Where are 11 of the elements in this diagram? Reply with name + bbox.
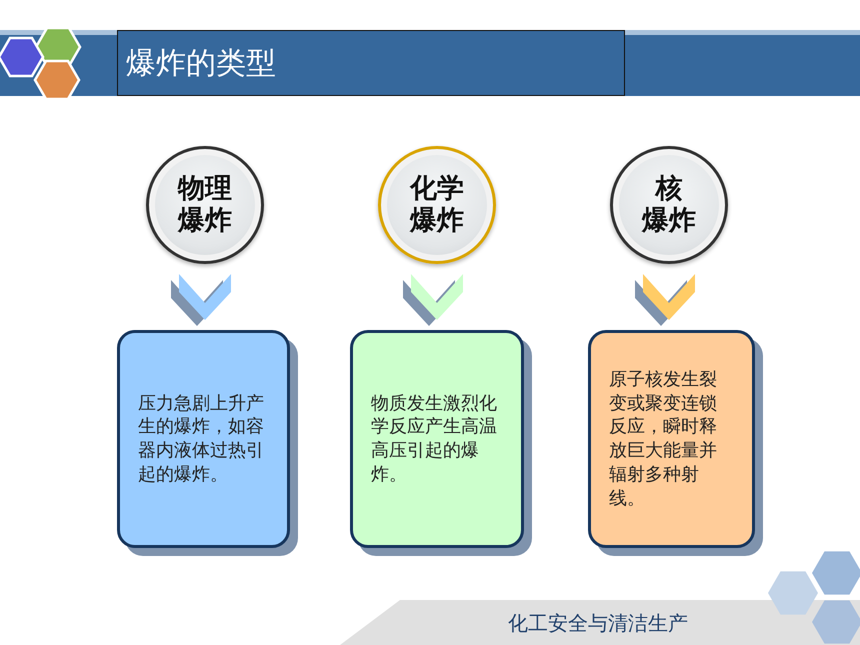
- description-text: 物质发生激烈化学反应产生高温高压引起的爆炸。: [371, 392, 498, 486]
- description-text: 压力急剧上升产生的爆炸，如容器内液体过热引起的爆炸。: [138, 392, 265, 486]
- slide-title: 爆炸的类型: [117, 30, 625, 96]
- chevron-arrow: [403, 274, 463, 326]
- description-text: 原子核发生裂变或聚变连锁反应，瞬时释放巨大能量并辐射多种射线。: [609, 368, 718, 510]
- topic-label: 化学爆炸: [410, 172, 464, 238]
- footer-text: 化工安全与清洁生产: [508, 610, 688, 637]
- topic-label: 核爆炸: [642, 172, 696, 238]
- topic-label: 物理爆炸: [178, 172, 232, 238]
- chevron-arrow: [635, 274, 695, 326]
- chevron-arrow: [171, 274, 231, 326]
